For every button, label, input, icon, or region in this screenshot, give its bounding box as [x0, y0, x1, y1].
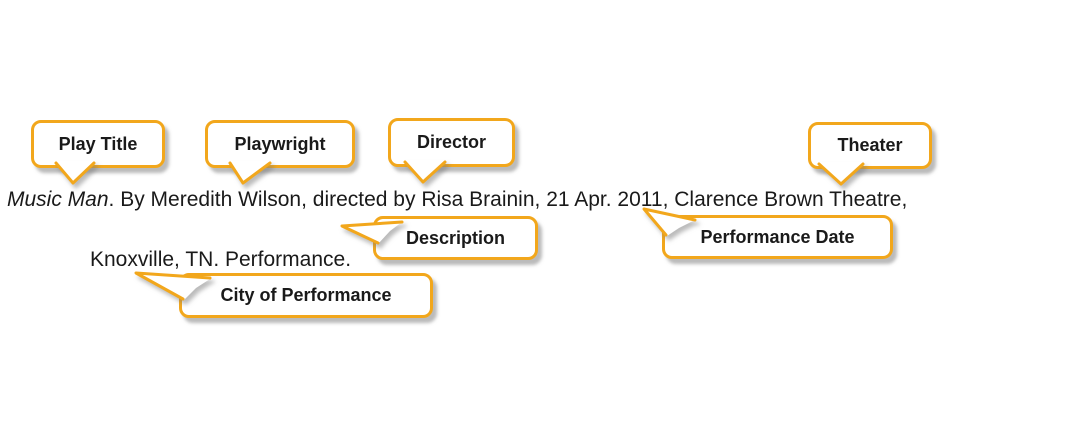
callout-director: Director — [388, 118, 515, 184]
callout-theater-label: Theater — [837, 135, 903, 155]
callout-play-title-label: Play Title — [58, 133, 138, 154]
callout-city-of-performance: City of Performance — [134, 271, 433, 318]
citation-line-2: Knoxville, TN. Performance. — [90, 248, 352, 271]
callout-city-of-performance-label: City of Performance — [220, 285, 392, 305]
play-title-text: Music Man — [7, 188, 109, 211]
callout-theater: Theater — [808, 122, 932, 186]
callout-pointer-icon — [642, 207, 697, 237]
callout-director-label: Director — [416, 132, 487, 152]
callout-description-label: Description — [405, 227, 506, 248]
callout-pointer-icon — [817, 162, 865, 186]
citation-line-1: Music Man. By Meredith Wilson, directed … — [7, 187, 907, 212]
callout-performance-date: Performance Date — [642, 207, 893, 259]
callout-playwright: Playwright — [205, 120, 355, 185]
callout-pointer-icon — [134, 271, 212, 301]
callout-pointer-icon — [403, 160, 447, 184]
citation-line1-rest: . By Meredith Wilson, directed by Risa B… — [108, 188, 908, 211]
callout-performance-date-label: Performance Date — [700, 226, 855, 247]
callout-pointer-icon — [340, 220, 404, 245]
callout-play-title: Play Title — [31, 120, 165, 185]
callout-pointer-icon — [228, 161, 272, 185]
callout-pointer-icon — [54, 161, 96, 185]
callout-description: Description — [340, 216, 538, 260]
callout-playwright-label: Playwright — [234, 133, 326, 154]
